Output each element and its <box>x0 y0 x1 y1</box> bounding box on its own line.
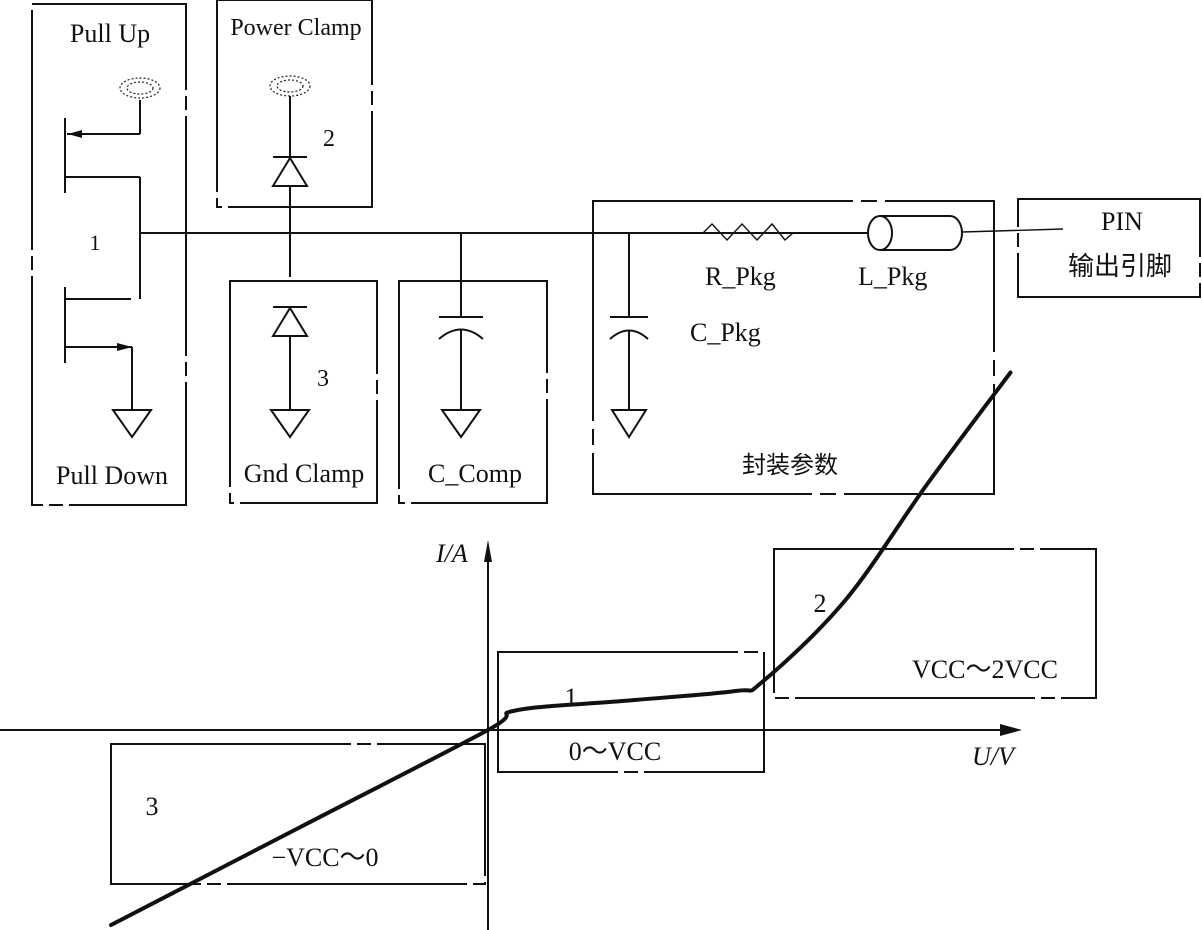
region-1-range-label: 0～VCC <box>569 737 661 766</box>
c-comp-box <box>398 280 548 504</box>
r-pkg-label: R_Pkg <box>705 262 776 291</box>
y-axis-label-text: I/A <box>435 539 468 568</box>
pin-output-label: 输出引脚 <box>1068 252 1172 282</box>
c-comp-capacitor-icon <box>438 233 484 439</box>
gnd-clamp-box <box>229 280 378 504</box>
gnd-clamp-number: 3 <box>317 366 329 392</box>
power-spark-icon <box>269 75 311 97</box>
iv-curve-line <box>109 370 1013 927</box>
l-pkg-inductor-icon <box>867 215 1064 251</box>
y-axis-label: I/A <box>435 539 468 568</box>
region-3-box <box>110 743 486 885</box>
c-pkg-capacitor-icon <box>609 233 649 439</box>
vcc-spark-icon <box>119 77 161 99</box>
power-clamp-number: 2 <box>323 126 335 152</box>
region-3-range-label: −VCC～0 <box>271 843 378 872</box>
package-box <box>592 200 995 495</box>
driver-box <box>31 3 187 506</box>
power-clamp-label: Power Clamp <box>230 15 361 41</box>
y-axis-arrow-icon <box>484 540 492 562</box>
power-clamp-diode-icon <box>271 96 309 277</box>
region-2-box <box>773 548 1097 699</box>
pull-down-label: Pull Down <box>56 461 168 490</box>
region-2-number: 2 <box>814 589 827 618</box>
l-pkg-label: L_Pkg <box>858 262 927 291</box>
gnd-clamp-diode-icon <box>269 306 311 439</box>
region-2-range-label: VCC～2VCC <box>912 655 1058 684</box>
pull-down-transistor-icon <box>64 287 153 439</box>
r-pkg-resistor-icon <box>680 222 870 242</box>
x-axis-arrow-icon <box>1000 724 1022 736</box>
c-pkg-label: C_Pkg <box>690 318 761 347</box>
region-3-number: 3 <box>146 792 159 821</box>
x-axis-label-text: U/V <box>972 742 1017 771</box>
pin-box <box>1017 198 1201 298</box>
gnd-clamp-label: Gnd Clamp <box>244 459 365 488</box>
pin-label: PIN <box>1101 207 1143 236</box>
c-comp-label: C_Comp <box>428 459 522 488</box>
region-1-box <box>497 651 765 773</box>
region-1-number: 1 <box>565 683 578 712</box>
package-title: 封装参数 <box>742 451 838 479</box>
power-clamp-box <box>216 0 373 208</box>
pull-up-transistor-icon <box>64 100 141 299</box>
x-axis-label: U/V <box>972 742 1017 771</box>
driver-region-number: 1 <box>90 230 101 255</box>
iv-chart: I/A U/V 1 0～VCC 2 VCC～2VCC 3 −VCC～0 <box>0 370 1097 930</box>
pull-up-label: Pull Up <box>70 19 150 48</box>
